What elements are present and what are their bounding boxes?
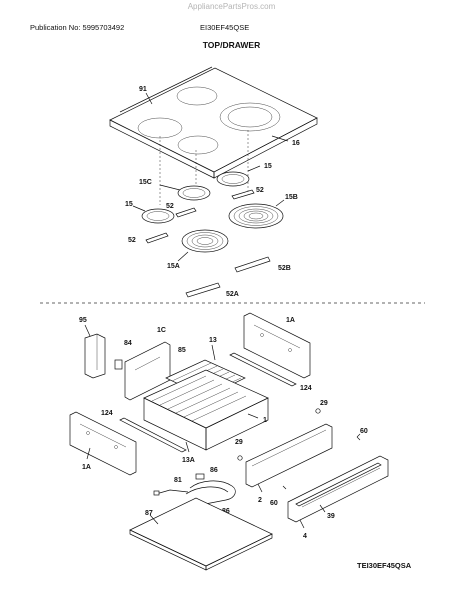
bracket-52A	[185, 282, 221, 298]
watermark: AppliancePartsPros.com	[187, 2, 276, 11]
callout-81: 81	[174, 477, 182, 484]
side-panel-1A-left	[69, 411, 137, 476]
callout-52-left: 52	[128, 237, 136, 244]
wire-harness	[155, 489, 189, 495]
callout-1A-top: 1A	[286, 317, 295, 324]
callout-85: 85	[178, 347, 186, 354]
cooktop-glass	[109, 66, 318, 179]
screw-right	[315, 408, 321, 414]
callout-15-rear-right: 15	[264, 163, 272, 170]
rail-left	[119, 417, 187, 453]
callout-124-left: 124	[101, 410, 113, 417]
model-number: EI30EF45QSE	[200, 23, 250, 32]
element-front-left	[181, 229, 229, 253]
element-rear-left	[141, 208, 175, 224]
callout-1: 1	[263, 417, 267, 424]
callout-87: 87	[145, 510, 153, 517]
callout-1A-bottom: 1A	[82, 464, 91, 471]
drawer-element	[185, 473, 236, 506]
callout-15-rear-left: 15	[125, 201, 133, 208]
clip	[114, 359, 123, 370]
callout-39: 39	[327, 513, 335, 520]
element-large	[228, 203, 284, 229]
callout-15A: 15A	[167, 263, 180, 270]
callout-13A: 13A	[182, 457, 195, 464]
element-center	[177, 185, 211, 201]
footer-diagram-code: TEI30EF45QSA	[357, 561, 412, 570]
callout-52B: 52B	[278, 265, 291, 272]
bracket-52B	[234, 256, 271, 273]
gasket-front	[282, 485, 287, 490]
callout-16: 16	[292, 140, 300, 147]
bracket-52-upper	[231, 189, 255, 200]
callout-15C: 15C	[139, 179, 152, 186]
callout-1C: 1C	[157, 327, 166, 334]
callout-124-right: 124	[300, 385, 312, 392]
callout-60-handle: 60	[360, 428, 368, 435]
callout-86-top: 86	[210, 467, 218, 474]
callout-86-bottom: 86	[222, 508, 230, 515]
callout-52A: 52A	[226, 291, 239, 298]
callout-91: 91	[139, 86, 147, 93]
callout-15B: 15B	[285, 194, 298, 201]
gasket-handle	[356, 433, 361, 441]
drawer-body	[143, 369, 269, 451]
callout-52-mid: 52	[166, 203, 174, 210]
callout-4: 4	[303, 533, 307, 540]
side-panel-1A-right	[243, 312, 311, 379]
rail-right	[229, 352, 297, 387]
bottom-panel	[129, 497, 273, 571]
handle-panel	[287, 455, 389, 523]
callout-2: 2	[258, 497, 262, 504]
bracket-52-left	[145, 232, 169, 244]
callout-60-front: 60	[270, 500, 278, 507]
callout-52-upper: 52	[256, 187, 264, 194]
shield	[84, 333, 106, 379]
callout-13: 13	[209, 337, 217, 344]
element-rear-right	[216, 171, 250, 187]
callout-95: 95	[79, 317, 87, 324]
callout-84: 84	[124, 340, 132, 347]
publication-number: Publication No: 5995703492	[30, 23, 125, 32]
callout-29-right: 29	[320, 400, 328, 407]
screw-center	[237, 455, 243, 461]
section-title: TOP/DRAWER	[202, 40, 261, 50]
drawer-front	[245, 423, 333, 488]
bracket-52-mid	[175, 207, 197, 218]
callout-29-center: 29	[235, 439, 243, 446]
